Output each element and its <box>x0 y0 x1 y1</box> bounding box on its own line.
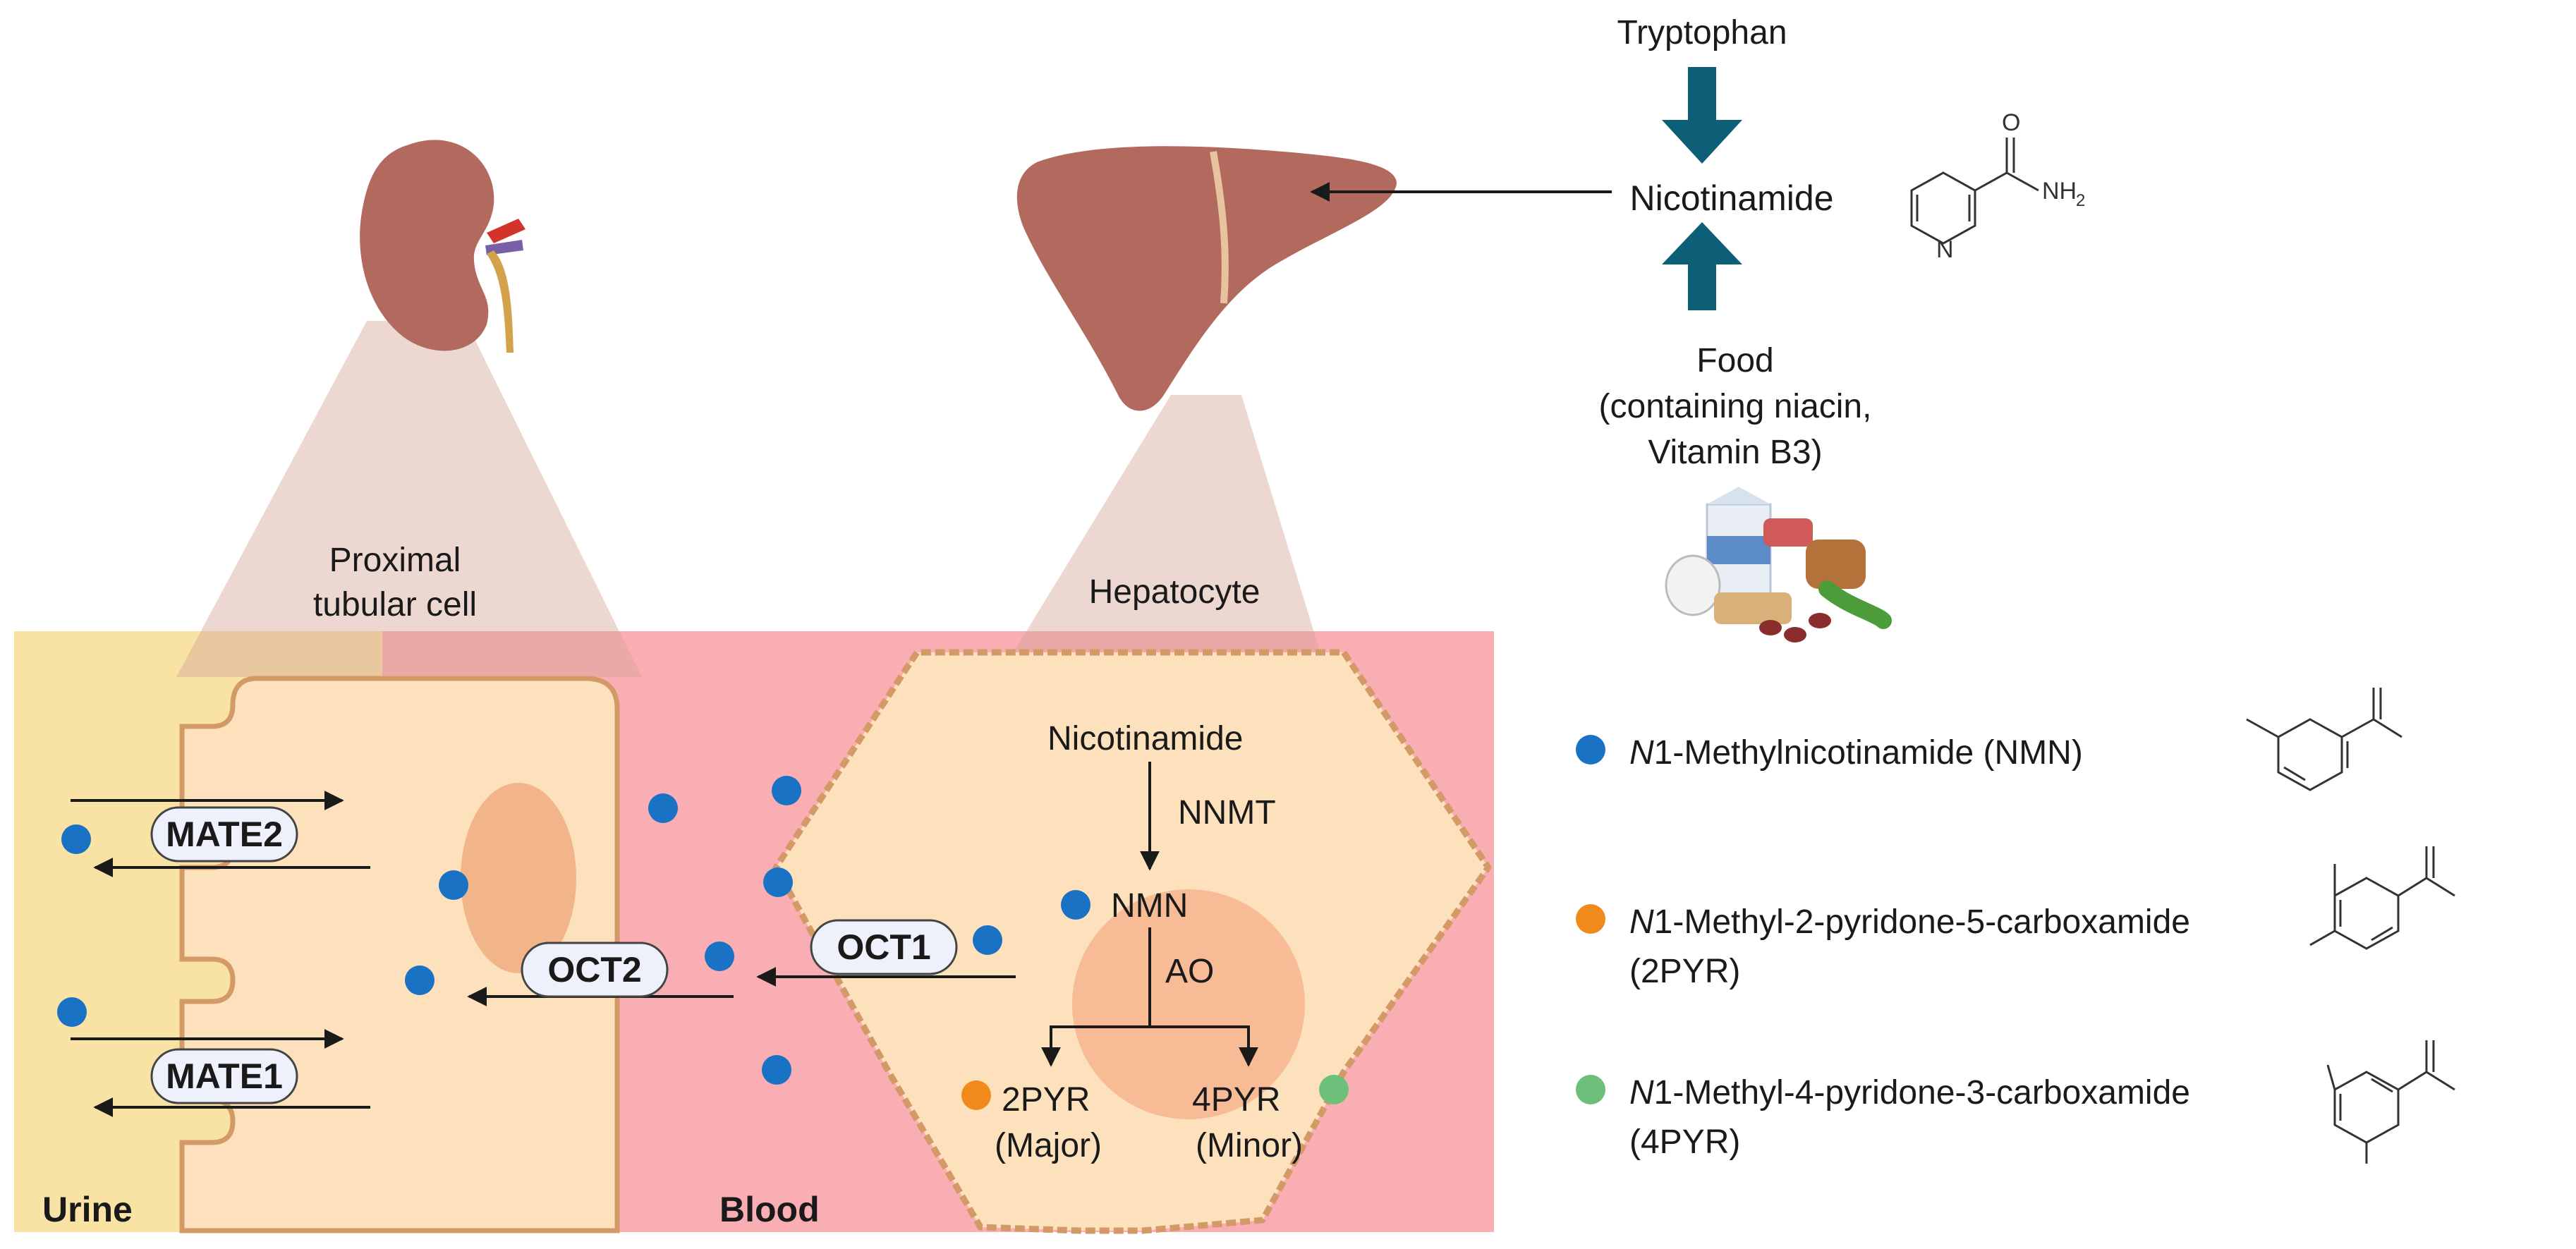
food-label-line3: Vitamin B3) <box>1648 434 1822 471</box>
chem-n: N <box>1936 236 1954 263</box>
chem-o: O <box>2002 109 2020 136</box>
nmn-structure <box>2246 688 2402 791</box>
legend-4pyr-line2: (4PYR) <box>1629 1123 1740 1161</box>
chem-sub: 2 <box>2076 191 2085 210</box>
legend-2pyr-text: N1-Methyl-2-pyridone-5-carboxamide <box>1629 903 2190 941</box>
tryptophan-arrow-icon <box>1662 67 1742 164</box>
kidney-illustration <box>360 140 525 353</box>
nmn-dot <box>772 776 801 805</box>
nmn-dots <box>57 776 1090 1085</box>
nmn-dot <box>1061 890 1090 920</box>
legend-2pyr-dot <box>1576 904 1605 934</box>
legend-nmn-dot <box>1576 735 1605 764</box>
mate1-transporter: MATE1 <box>150 1048 298 1104</box>
food-illustration <box>1665 487 1892 642</box>
legend-4pyr-text: N1-Methyl-4-pyridone-3-carboxamide <box>1629 1074 2190 1111</box>
kidney-label-line2: tubular cell <box>313 586 477 623</box>
legend-nmn-text: N1-Methylnicotinamide (NMN) <box>1629 734 2083 772</box>
pyr4-note: (Minor) <box>1196 1127 1303 1164</box>
nmn-dot <box>648 793 678 823</box>
hepatocyte-label: Hepatocyte <box>1089 573 1260 611</box>
oct1-transporter: OCT1 <box>810 919 958 975</box>
nmn-label: NMN <box>1111 887 1188 925</box>
nmn-dot <box>61 824 91 854</box>
oct2-transporter: OCT2 <box>521 942 669 998</box>
food-arrow-icon <box>1662 222 1742 310</box>
nmn-dot <box>705 942 734 971</box>
nmn-dot <box>763 867 793 897</box>
oct1-label: OCT1 <box>837 927 930 967</box>
mate2-label: MATE2 <box>166 815 283 854</box>
mate2-transporter: MATE2 <box>150 806 298 863</box>
nmn-dot <box>57 997 87 1027</box>
nicotinamide-structure: O NH 2 N <box>1910 109 2085 263</box>
pyr2-structure <box>2309 846 2455 950</box>
pyr2-note: (Major) <box>995 1127 1102 1164</box>
nmn-dot <box>762 1055 791 1085</box>
urine-label: Urine <box>42 1190 133 1229</box>
pyr2-dot <box>961 1080 991 1110</box>
chem-nh: NH <box>2042 178 2077 205</box>
nicotinamide-label: Nicotinamide <box>1629 178 1833 218</box>
nmn-dot <box>405 965 435 995</box>
mate1-label: MATE1 <box>166 1056 283 1096</box>
hepatocyte-nicotinamide-label: Nicotinamide <box>1047 720 1243 757</box>
pyr2-label: 2PYR <box>1002 1081 1090 1119</box>
nmn-dot <box>973 925 1002 955</box>
nmn-dot <box>439 870 468 900</box>
oct2-label: OCT2 <box>547 950 641 989</box>
ao-label: AO <box>1165 953 1214 990</box>
liver-illustration <box>1016 146 1397 411</box>
legend: N1-Methylnicotinamide (NMN) N1-Methyl-2-… <box>1576 734 2190 1161</box>
nnmt-label: NNMT <box>1178 794 1276 831</box>
tubular-cell-nucleus <box>461 783 576 973</box>
food-label-line2: (containing niacin, <box>1599 388 1872 425</box>
tryptophan-label: Tryptophan <box>1617 14 1787 51</box>
legend-2pyr-line2: (2PYR) <box>1629 953 1740 990</box>
food-label-line1: Food <box>1696 342 1773 379</box>
liver-zoom-cone <box>988 395 1333 695</box>
pyr4-dot <box>1319 1075 1349 1104</box>
legend-4pyr-dot <box>1576 1075 1605 1104</box>
pyr4-label: 4PYR <box>1192 1081 1280 1119</box>
pyr4-structure <box>2326 1040 2455 1164</box>
kidney-label-line1: Proximal <box>329 542 461 579</box>
blood-label: Blood <box>719 1190 820 1229</box>
kidney-zoom-cone <box>176 321 642 677</box>
